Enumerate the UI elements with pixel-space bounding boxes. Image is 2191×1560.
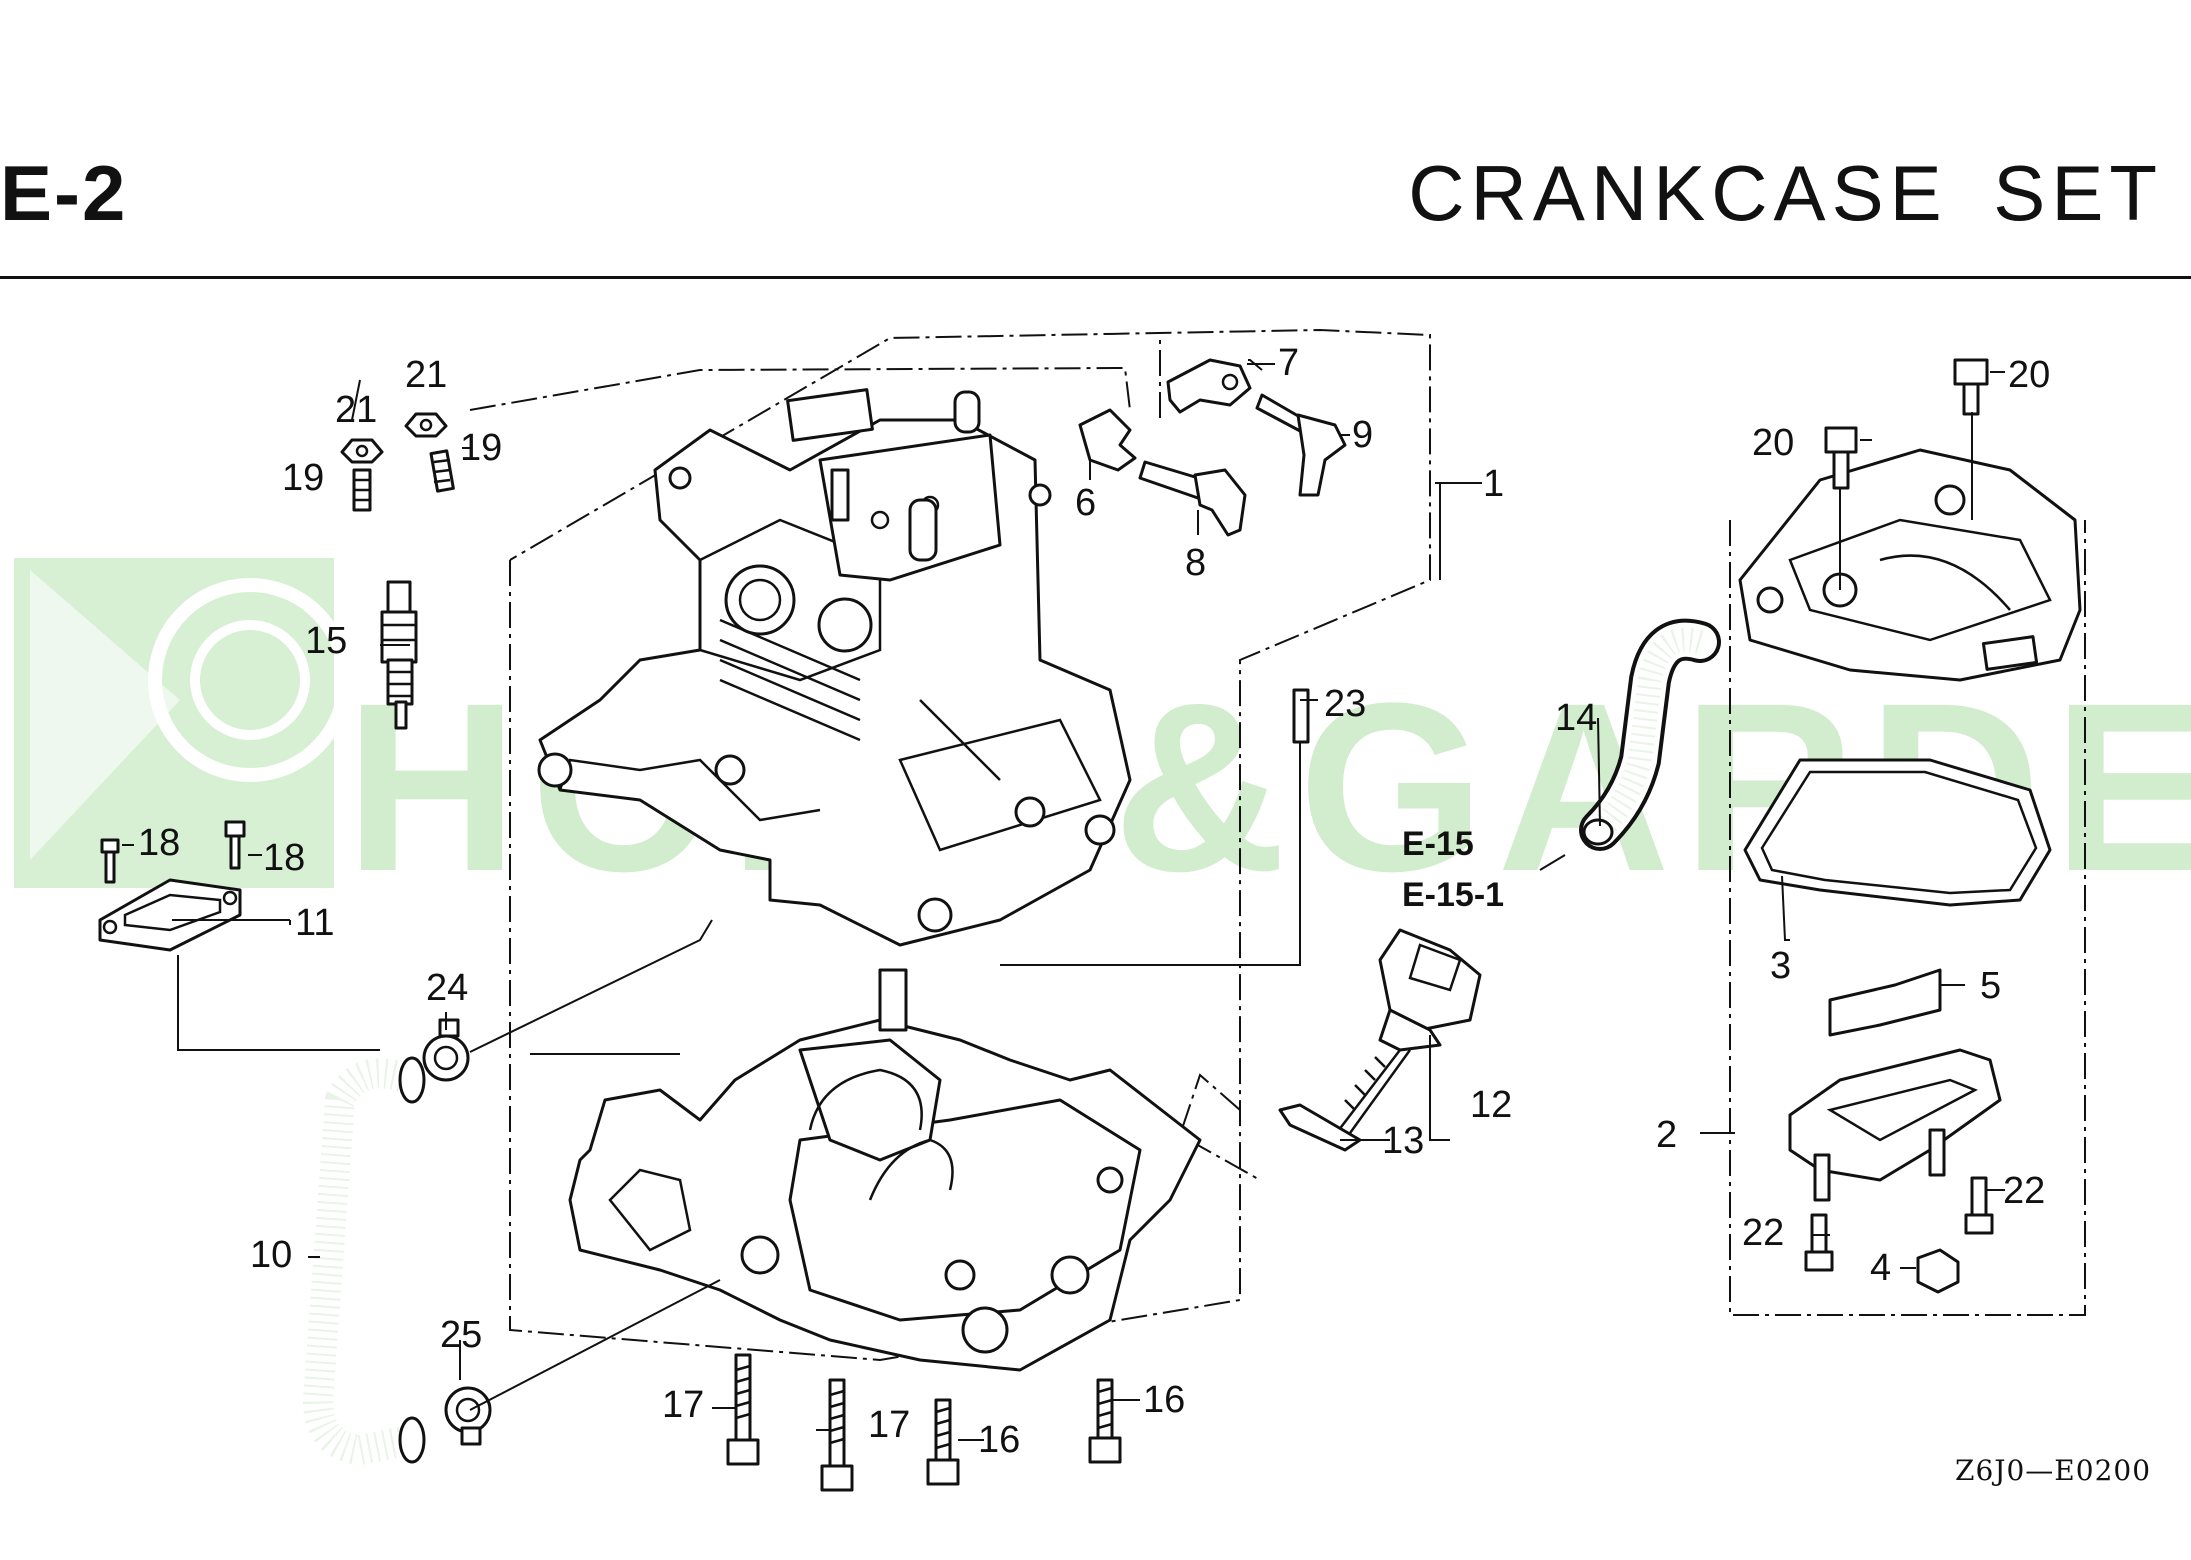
bolts-20 bbox=[1824, 358, 1989, 490]
callout-18a: 18 bbox=[138, 822, 180, 864]
crankcase-upper bbox=[537, 388, 1132, 947]
callout-18b: 18 bbox=[263, 837, 305, 879]
callout-22a: 22 bbox=[1742, 1212, 1784, 1254]
callout-24: 24 bbox=[426, 967, 468, 1009]
leader-lines bbox=[122, 359, 2005, 1441]
callout-15: 15 bbox=[305, 620, 347, 662]
stud-and-nut-left bbox=[340, 438, 384, 512]
assembly-boundary-1 bbox=[469, 328, 1431, 1362]
callout-3: 3 bbox=[1770, 945, 1791, 987]
callout-2: 2 bbox=[1656, 1114, 1677, 1156]
dowel-pin bbox=[1292, 688, 1310, 744]
cover-plate bbox=[98, 878, 242, 952]
breather-tube bbox=[1579, 618, 1721, 851]
crankcase-lower bbox=[568, 968, 1202, 1372]
assembly-boundary-2 bbox=[1729, 520, 2086, 1316]
callout-14: 14 bbox=[1555, 697, 1597, 739]
rocker-arm-parts bbox=[1078, 358, 1347, 537]
reference-e15-1: E-15-1 bbox=[1402, 876, 1504, 914]
callout-9: 9 bbox=[1352, 414, 1373, 456]
callout-16b: 16 bbox=[1143, 1379, 1185, 1421]
callout-21b: 21 bbox=[405, 354, 447, 396]
cylinder-head-cover bbox=[1738, 448, 2082, 682]
callout-5: 5 bbox=[1980, 965, 2001, 1007]
header-rule bbox=[0, 276, 2191, 279]
callout-4: 4 bbox=[1870, 1247, 1891, 1289]
callout-20b: 20 bbox=[1752, 422, 1794, 464]
section-code: E-2 bbox=[0, 149, 128, 237]
clamp-25 bbox=[444, 1386, 492, 1446]
spark-plug bbox=[380, 580, 418, 730]
callout-19a: 19 bbox=[282, 457, 324, 499]
callout-16a: 16 bbox=[978, 1419, 1020, 1461]
screws-22 bbox=[1804, 1176, 1994, 1272]
callout-7: 7 bbox=[1278, 342, 1299, 384]
watermark-logo-swirl-inner bbox=[190, 620, 310, 740]
callout-1: 1 bbox=[1483, 463, 1504, 505]
reference-e15: E-15 bbox=[1402, 825, 1474, 863]
callouts: 1 2 3 4 5 6 7 8 9 10 11 12 13 14 15 16 1… bbox=[138, 342, 2050, 1461]
callout-25: 25 bbox=[440, 1314, 482, 1356]
callout-13: 13 bbox=[1382, 1120, 1424, 1162]
oil-dipstick bbox=[1334, 928, 1482, 1141]
callout-22b: 22 bbox=[2003, 1170, 2045, 1212]
callout-10: 10 bbox=[250, 1234, 292, 1276]
nut-4 bbox=[1916, 1248, 1960, 1294]
callout-21a: 21 bbox=[335, 389, 377, 431]
callout-17a: 17 bbox=[662, 1384, 704, 1426]
head-cover-gasket bbox=[1743, 758, 2052, 907]
stud-and-nut-right bbox=[404, 412, 455, 493]
dipstick-gasket bbox=[1278, 1103, 1362, 1152]
callout-12: 12 bbox=[1470, 1084, 1512, 1126]
bolts-lower bbox=[726, 1353, 1122, 1492]
watermark-logo-leaf bbox=[30, 570, 180, 860]
drawing-code: Z6J0—E0200 bbox=[1955, 1454, 2151, 1487]
callout-6: 6 bbox=[1075, 482, 1096, 524]
page-title: CRANKCASE SET bbox=[1408, 149, 2163, 237]
callout-20a: 20 bbox=[2008, 354, 2050, 396]
clamp-24 bbox=[422, 1018, 470, 1082]
head-cover-gasket-inner bbox=[1760, 770, 2038, 895]
callout-17b: 17 bbox=[868, 1404, 910, 1446]
filter-element bbox=[1828, 968, 1942, 1037]
callout-23: 23 bbox=[1324, 683, 1366, 725]
callout-19b: 19 bbox=[460, 427, 502, 469]
callout-8: 8 bbox=[1185, 542, 1206, 584]
breather-hose bbox=[296, 1052, 431, 1472]
callout-11: 11 bbox=[295, 902, 334, 944]
screws-18 bbox=[100, 820, 246, 884]
breather-case bbox=[1788, 1048, 2002, 1202]
